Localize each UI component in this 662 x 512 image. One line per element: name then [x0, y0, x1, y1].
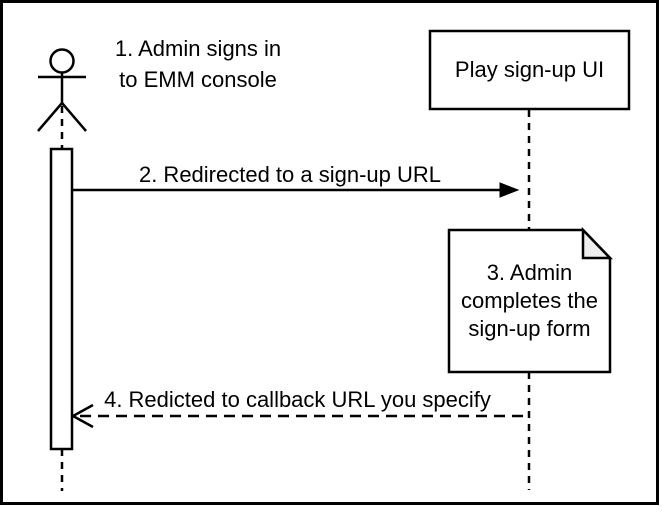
- message-redirect-arrowhead-icon: [499, 182, 520, 198]
- note-shape: [447, 228, 612, 374]
- note-folded-corner-icon: [581, 226, 613, 260]
- actor-head: [49, 48, 75, 74]
- participant-box: [428, 29, 631, 111]
- message-callback-open-arrowhead-icon: [70, 403, 94, 429]
- actor-left-leg: [37, 102, 63, 132]
- admin-actor-figure: [37, 48, 87, 132]
- actor-right-leg: [61, 102, 87, 132]
- actor-activation-bar: [49, 147, 74, 451]
